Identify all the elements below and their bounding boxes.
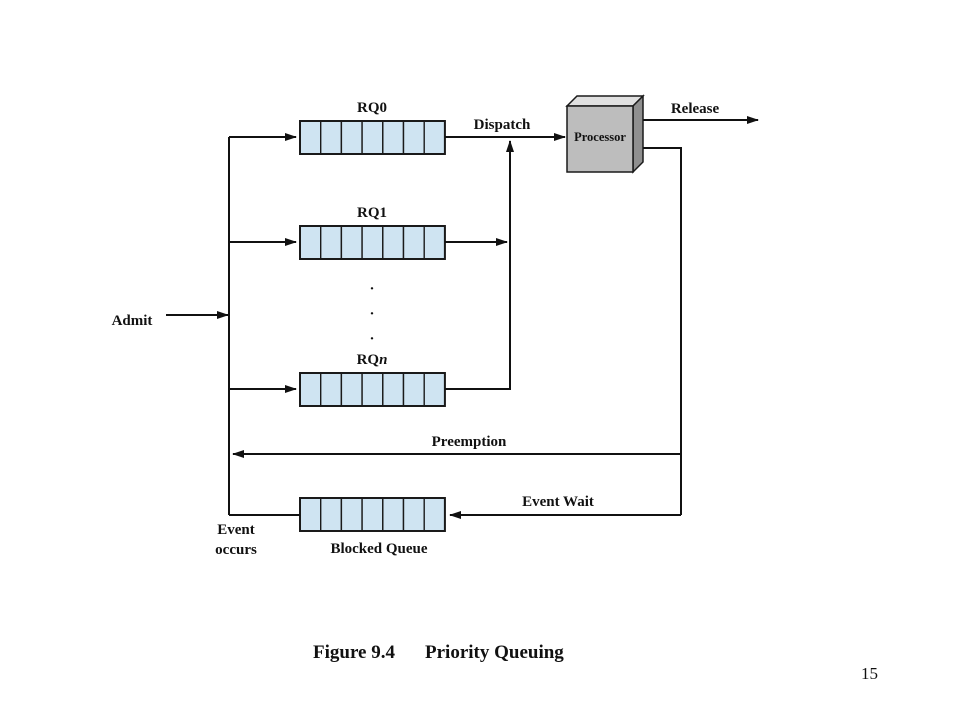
queue-cell	[361, 120, 384, 155]
ellipsis-dot: ·	[369, 306, 374, 322]
label-rq0: RQ0	[357, 100, 387, 116]
processor-front-face	[566, 105, 634, 173]
queue-cell	[299, 497, 322, 532]
queue-cell	[340, 497, 363, 532]
ellipsis-dot: ·	[369, 331, 374, 347]
queue-cell	[361, 372, 384, 407]
label-blocked-queue: Blocked Queue	[330, 541, 427, 557]
queue-cell	[320, 225, 343, 260]
ellipsis-dot: ·	[369, 281, 374, 297]
queue-cell	[320, 497, 343, 532]
processor-side-face	[632, 94, 644, 174]
queue-cell	[423, 497, 446, 532]
queue-cell	[361, 225, 384, 260]
label-admit: Admit	[112, 313, 153, 329]
queue-cell	[299, 372, 322, 407]
processor-box: Processor	[565, 94, 645, 174]
page-number: 15	[861, 664, 878, 683]
queue-cell	[402, 497, 425, 532]
label-release: Release	[671, 101, 720, 117]
rqn-to-dispatch-line	[445, 140, 514, 390]
label-rqn: RQn	[357, 352, 388, 368]
processor-top-face	[565, 95, 645, 107]
figure-caption-number: Figure 9.4	[313, 642, 395, 663]
queue-cell	[382, 497, 405, 532]
queue-cell	[402, 120, 425, 155]
queue-cell	[340, 120, 363, 155]
queue-cell	[402, 225, 425, 260]
queue-cell	[340, 372, 363, 407]
queue-cell	[382, 225, 405, 260]
queue-cell	[299, 225, 322, 260]
label-rq1: RQ1	[357, 205, 387, 221]
queue-frame	[299, 372, 446, 407]
queue-frame	[299, 120, 446, 155]
queue-cell	[299, 120, 322, 155]
queue-cell	[340, 225, 363, 260]
queue-cell	[320, 372, 343, 407]
queue-cell	[402, 372, 425, 407]
queue-cell	[361, 497, 384, 532]
queue-cell	[423, 372, 446, 407]
figure-caption-title: Priority Queuing	[425, 642, 564, 663]
queue-cell	[320, 120, 343, 155]
label-preemption: Preemption	[432, 434, 507, 450]
processor-label: Processor	[574, 130, 626, 144]
queue-cell	[423, 120, 446, 155]
label-event-wait: Event Wait	[522, 494, 594, 510]
queue-blocked	[299, 497, 446, 532]
queue-rq0	[299, 120, 446, 155]
label-dispatch: Dispatch	[474, 117, 531, 133]
queue-rqn	[299, 372, 446, 407]
queue-rq1	[299, 225, 446, 260]
label-event-occurs-line1: Event	[217, 522, 255, 538]
queue-cell	[382, 120, 405, 155]
queue-frame	[299, 225, 446, 260]
queue-cell	[382, 372, 405, 407]
processor-return-line	[643, 147, 682, 515]
queue-cell	[423, 225, 446, 260]
label-event-occurs-line2: occurs	[215, 542, 257, 558]
